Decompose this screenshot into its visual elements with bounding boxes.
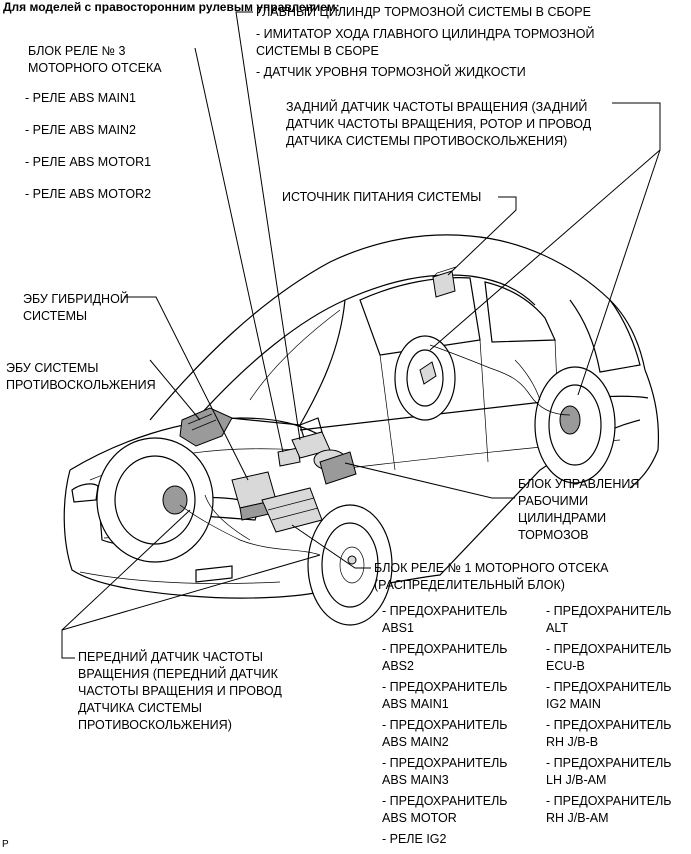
fuse-ig2-main: - ПРЕДОХРАНИТЕЛЬ IG2 MAIN [546,680,672,711]
fuse-abs2: - ПРЕДОХРАНИТЕЛЬ ABS2 [382,642,508,673]
label-relay-block-1: БЛОК РЕЛЕ № 1 МОТОРНОГО ОТСЕКА (РАСПРЕДЕ… [374,561,609,592]
engine-relay-block-1 [261,487,323,533]
label-relay-abs-motor1: - РЕЛЕ ABS MOTOR1 [25,155,152,169]
label-skid-ecu: ЭБУ СИСТЕМЫ ПРОТИВОСКОЛЬЖЕНИЯ [6,361,156,392]
label-rear-speed-sensor: ЗАДНИЙ ДАТЧИК ЧАСТОТЫ ВРАЩЕНИЯ (ЗАДНИЙ Д… [286,100,592,148]
rear-right-wheel [534,366,616,484]
fuse-abs1: - ПРЕДОХРАНИТЕЛЬ ABS1 [382,604,508,635]
page-mark: P [2,839,9,850]
label-power-supply: ИСТОЧНИК ПИТАНИЯ СИСТЕМЫ [282,190,482,204]
relay-block-3-box [277,447,301,467]
fuse-rh-jb-b: - ПРЕДОХРАНИТЕЛЬ RH J/B-B [546,718,672,749]
fuse-ecu-b: - ПРЕДОХРАНИТЕЛЬ ECU-B [546,642,672,673]
fuse-abs-main3: - ПРЕДОХРАНИТЕЛЬ ABS MAIN3 [382,756,508,787]
fuse-abs-main1: - ПРЕДОХРАНИТЕЛЬ ABS MAIN1 [382,680,508,711]
label-relay-block-3: БЛОК РЕЛЕ № 3 МОТОРНОГО ОТСЕКА [28,44,162,75]
front-speed-sensor-wires [179,494,321,556]
label-stroke-simulator: - ИМИТАТОР ХОДА ГЛАВНОГО ЦИЛИНДРА ТОРМОЗ… [256,27,595,58]
fuse-alt: - ПРЕДОХРАНИТЕЛЬ ALT [546,604,672,635]
label-relay-abs-motor2: - РЕЛЕ ABS MOTOR2 [25,187,152,201]
fuse-abs-main2: - ПРЕДОХРАНИТЕЛЬ ABS MAIN2 [382,718,508,749]
label-master-cylinder: ГЛАВНЫЙ ЦИЛИНДР ТОРМОЗНОЙ СИСТЕМЫ В СБОР… [256,5,591,19]
label-brake-actuator: БЛОК УПРАВЛЕНИЯ РАБОЧИМИ ЦИЛИНДРАМИ ТОРМ… [518,477,640,542]
fuse-abs-motor: - ПРЕДОХРАНИТЕЛЬ ABS MOTOR [382,794,508,825]
fuse-lh-jb-am: - ПРЕДОХРАНИТЕЛЬ LH J/B-AM [546,756,672,787]
front-left-wheel [96,437,214,563]
master-cylinder-box [291,431,357,485]
label-fluid-level-sensor: - ДАТЧИК УРОВНЯ ТОРМОЗНОЙ ЖИДКОСТИ [256,65,526,79]
rear-speed-sensor-wires [419,344,571,416]
leader-lines [61,11,661,659]
skid-control-ecu-box [179,407,233,447]
model-note: Для моделей с правосторонним рулевым упр… [3,0,340,14]
label-relay-abs-main1: - РЕЛЕ ABS MAIN1 [25,91,137,105]
relay-ig2: - РЕЛЕ IG2 [382,832,447,846]
label-relay-abs-main2: - РЕЛЕ ABS MAIN2 [25,123,137,137]
fuse-rh-jb-am: - ПРЕДОХРАНИТЕЛЬ RH J/B-AM [546,794,672,825]
label-hybrid-ecu: ЭБУ ГИБРИДНОЙ СИСТЕМЫ [23,292,129,323]
power-supply-box [432,266,457,298]
label-front-speed-sensor: ПЕРЕДНИЙ ДАТЧИК ЧАСТОТЫ ВРАЩЕНИЯ (ПЕРЕДН… [78,650,282,732]
